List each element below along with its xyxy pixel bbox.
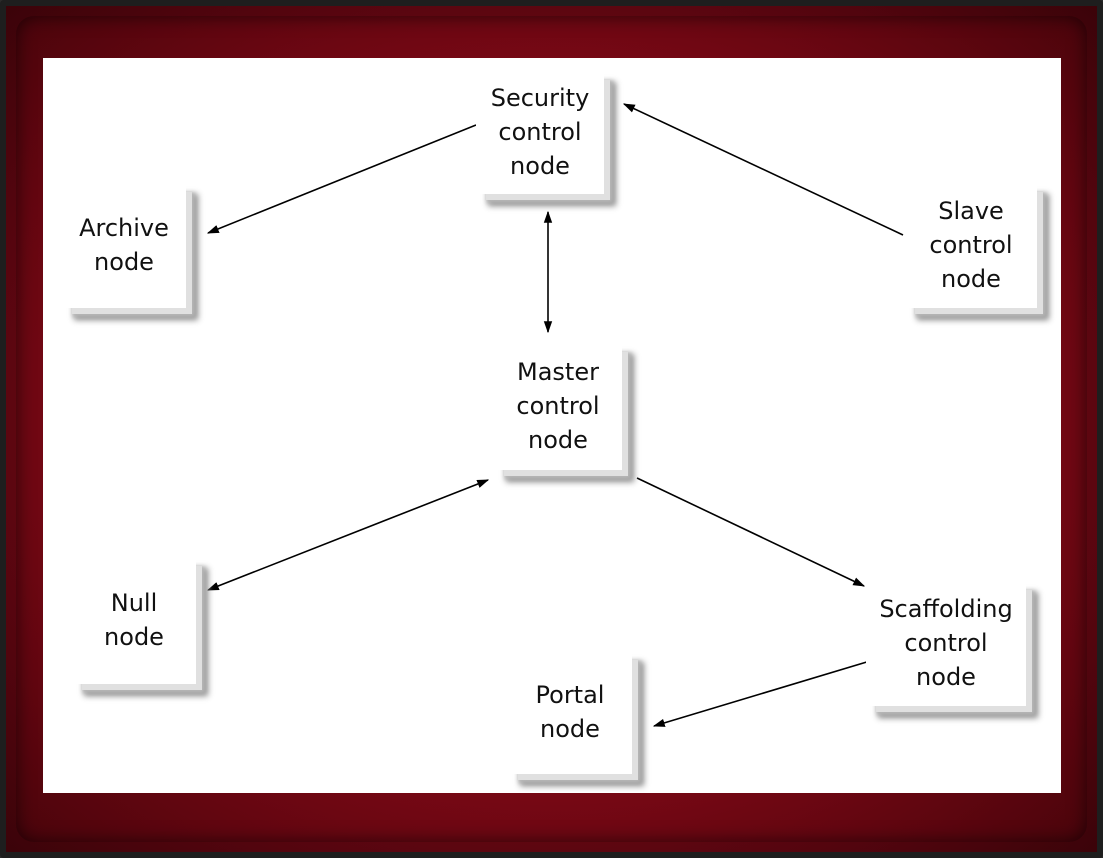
node-master-control: Master control node xyxy=(494,342,622,470)
node-security-control: Security control node xyxy=(476,70,604,194)
node-scaffolding-control: Scaffolding control node xyxy=(866,580,1026,706)
node-portal: Portal node xyxy=(508,650,632,774)
node-null: Null node xyxy=(72,556,196,684)
node-archive: Archive node xyxy=(62,182,186,308)
node-slave-control: Slave control node xyxy=(905,182,1037,308)
